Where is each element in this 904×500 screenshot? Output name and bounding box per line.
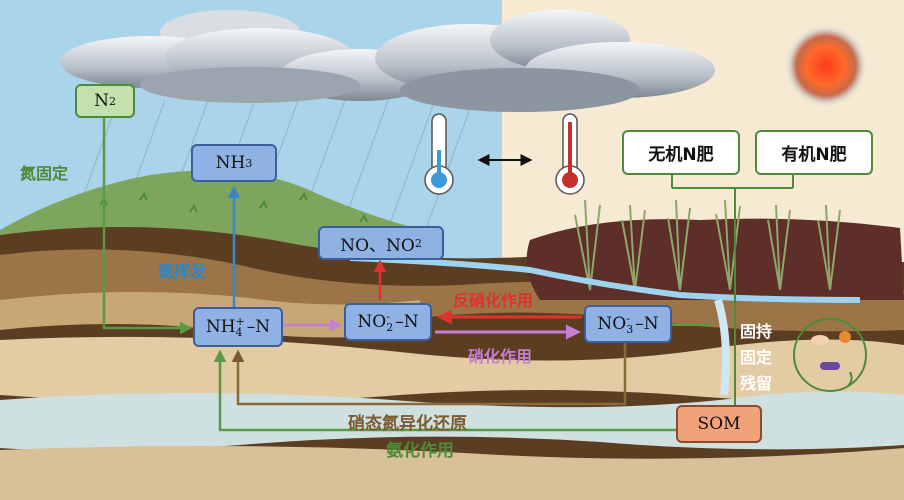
- no2-box: NO-2–N: [344, 303, 432, 341]
- dnra-arrow: [231, 343, 627, 406]
- hot-thermometer-icon: [555, 113, 585, 195]
- organic-fertilizer-box: 有机N肥: [755, 130, 873, 175]
- immobilization-label-2: 固定: [740, 348, 773, 367]
- microbe-cell-icon: [793, 318, 867, 392]
- immobilization-label-1: 固持: [740, 322, 773, 341]
- grass-tufts: [99, 192, 368, 223]
- volatilization-label: 氨挥发: [158, 262, 207, 281]
- ammonification-label: 氨化作用: [386, 441, 454, 461]
- som-label: SOM: [697, 414, 741, 434]
- fertilizer-connector: [671, 175, 794, 405]
- nh3-subscript: 3: [245, 156, 253, 170]
- nitrification-label: 硝化作用: [468, 347, 533, 366]
- nh4-subscript: 4: [235, 326, 243, 339]
- n2-subscript: 2: [108, 94, 116, 108]
- no3-box: NO-3–N: [584, 305, 672, 343]
- n2-label: N: [94, 91, 109, 111]
- nh4-label: NH: [205, 317, 236, 337]
- nox-subscript: 2: [414, 236, 422, 250]
- sun-icon: [784, 24, 868, 108]
- cloud-icon: [60, 10, 715, 112]
- immobilization-label-3: 残留: [740, 374, 773, 393]
- organic-fertilizer-label: 有机N肥: [781, 145, 847, 165]
- ammonification-arrow: [213, 349, 676, 432]
- cold-thermometer-icon: [424, 113, 454, 195]
- deep-sand-layer: [0, 446, 904, 500]
- water-infiltration: [714, 298, 730, 396]
- inorganic-fertilizer-label: 无机N肥: [648, 145, 714, 165]
- no2-charge: -: [386, 310, 390, 323]
- inorganic-fertilizer-box: 无机N肥: [622, 130, 740, 175]
- nh3-label: NH: [215, 153, 246, 173]
- no2-label: NO: [357, 312, 387, 332]
- nh4-charge: +: [235, 315, 245, 328]
- fixation-label: 氮固定: [20, 164, 69, 183]
- nh4-tail: –N: [246, 317, 271, 337]
- nh4-box: NH+4–N: [193, 307, 283, 347]
- nox-label: NO、NO: [340, 235, 415, 256]
- no2-subscript: 2: [386, 321, 394, 334]
- water-channel: [349, 255, 861, 303]
- no3-subscript: 3: [626, 323, 634, 336]
- no3-tail: –N: [635, 314, 659, 334]
- no2-tail: –N: [395, 312, 419, 332]
- no3-label: NO: [597, 314, 627, 334]
- crop-field-soil: [526, 218, 904, 300]
- denitrification-label: 反硝化作用: [453, 291, 534, 310]
- dnra-label: 硝态氮异化还原: [348, 414, 467, 434]
- fixation-arrow: [102, 118, 193, 335]
- som-box: SOM: [676, 405, 762, 443]
- no3-charge: -: [626, 312, 630, 325]
